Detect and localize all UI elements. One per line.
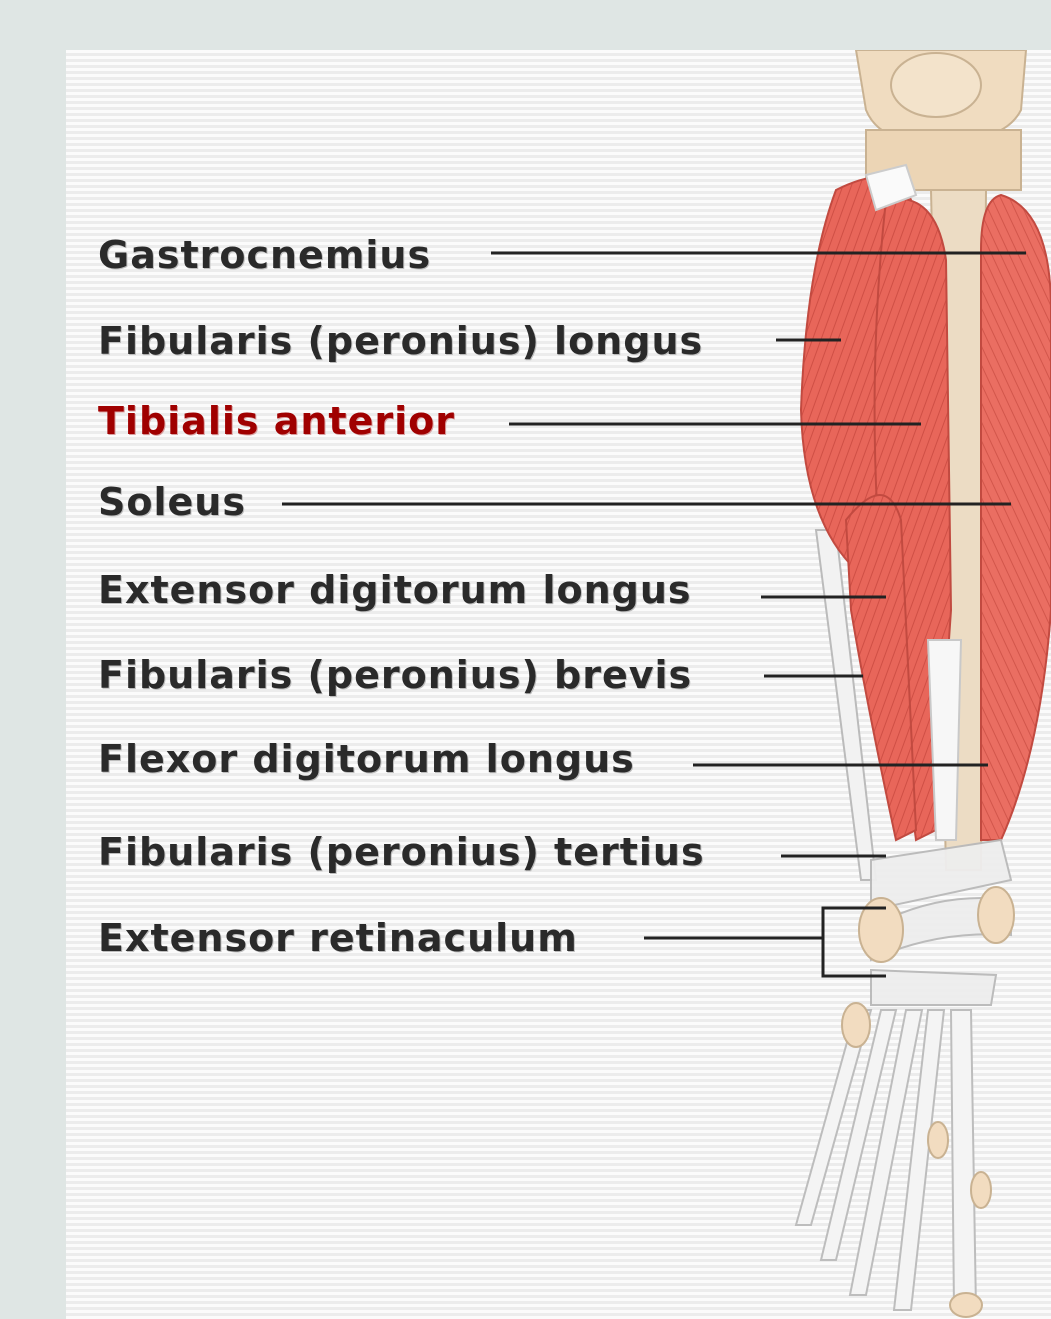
- label-extensor-digitorum-longus: Extensor digitorum longus: [98, 571, 692, 609]
- gastrocnemius-muscle: [981, 195, 1051, 840]
- label-fibularis-longus: Fibularis (peronius) longus: [98, 322, 703, 360]
- knee-bones: [856, 50, 1026, 190]
- label-fibularis-brevis: Fibularis (peronius) brevis: [98, 656, 692, 694]
- foot-bones: [796, 1003, 991, 1317]
- label-gastrocnemius: Gastrocnemius: [98, 236, 431, 274]
- label-flexor-digitorum-longus: Flexor digitorum longus: [98, 740, 635, 778]
- label-fibularis-tertius: Fibularis (peronius) tertius: [98, 833, 705, 871]
- label-extensor-retinaculum: Extensor retinaculum: [98, 919, 578, 957]
- label-soleus: Soleus: [98, 483, 246, 521]
- label-tibialis-anterior: Tibialis anterior: [98, 402, 455, 440]
- diagram-panel: Gastrocnemius Fibularis (peronius) longu…: [66, 50, 1051, 1319]
